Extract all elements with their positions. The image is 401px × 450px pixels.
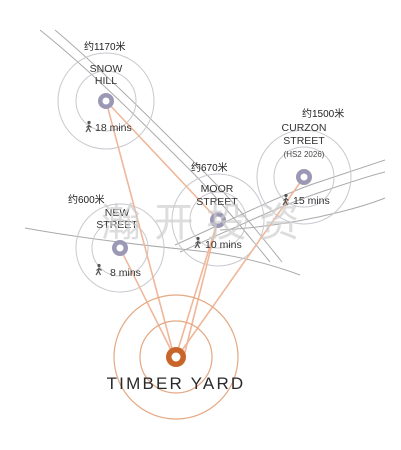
walking-routes <box>105 100 305 357</box>
moor-street-walk-time: 10 mins <box>205 239 242 251</box>
timber-yard-label: TIMBER YARD <box>107 374 246 393</box>
rail-line-east-2 <box>179 171 386 253</box>
snow-hill-name-line-1: SNOW <box>90 63 123 75</box>
walking-person-icon <box>282 193 289 206</box>
new-street-walk-time: 8 mins <box>110 267 141 279</box>
route-moor-hub-1 <box>175 219 219 357</box>
new-street-radius-inner <box>91 219 149 277</box>
moor-street-radius-outer <box>171 173 265 267</box>
rail-line-north-2 <box>54 29 283 263</box>
moor-street-name-line-1: MOOR <box>201 183 234 195</box>
route-snow-hill-moor <box>105 100 219 221</box>
rail-line-east <box>174 159 386 246</box>
walking-radius-rings <box>57 52 352 293</box>
rail-line-southeast <box>219 197 386 231</box>
snow-hill-radius-outer <box>57 52 155 150</box>
route-curzon-hub <box>177 176 305 357</box>
curzon-street-radius-inner <box>273 146 335 208</box>
moor-street-name-line-2: STREET <box>196 196 238 208</box>
walking-person-icon <box>194 236 201 249</box>
snow-hill-distance: 约1170米 <box>84 40 126 53</box>
curzon-street-radius-outer <box>256 129 352 225</box>
curzon-street-distance: 约1500米 <box>302 107 344 120</box>
timber-yard-hub <box>113 294 239 420</box>
walking-person-icon <box>85 120 92 133</box>
moor-street-radius-inner <box>189 191 247 249</box>
new-street-distance: 约600米 <box>68 193 105 206</box>
snow-hill-radius-inner <box>75 70 137 132</box>
snow-hill-name-line-2: HILL <box>95 75 117 87</box>
rail-line-north <box>39 29 271 263</box>
watermark: 瀚 开 投 资 <box>101 200 299 246</box>
curzon-street-name-line-2: STREET <box>283 135 325 147</box>
rail-line-west <box>24 227 301 276</box>
route-snow-hill-hub <box>105 100 175 357</box>
moor-street-distance: 约670米 <box>191 161 228 174</box>
new-street-name-line-2: STREET <box>96 219 138 231</box>
new-street-radius-outer <box>75 203 165 293</box>
route-moor-hub-2 <box>183 219 219 357</box>
new-street-name-line-1: NEW <box>105 207 130 219</box>
walking-icons <box>85 120 289 276</box>
curzon-street-walk-time: 15 mins <box>293 195 330 207</box>
station-markers <box>98 93 312 256</box>
hub-marker-center <box>171 352 181 362</box>
curzon-street-name-line-1: CURZON <box>282 122 327 134</box>
walking-person-icon <box>95 263 102 276</box>
curzon-street-note: (HS2 2026) <box>284 150 325 159</box>
hub-radius-outer <box>113 294 239 420</box>
snow-hill-walk-time: 18 mins <box>95 122 132 134</box>
hub-radius-inner <box>139 320 213 394</box>
rail-lines <box>24 29 386 276</box>
